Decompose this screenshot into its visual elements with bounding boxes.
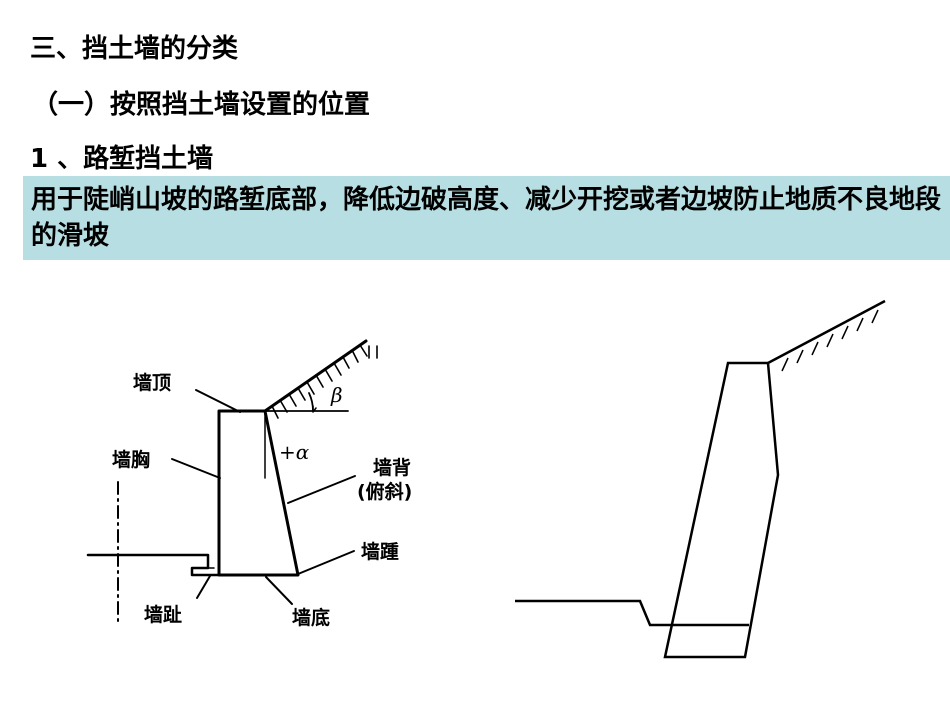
label-wall-back-inclination: (俯斜) bbox=[357, 480, 412, 503]
leader-heel bbox=[297, 550, 355, 575]
label-wall-back: 墙背 bbox=[373, 456, 411, 479]
leader-base bbox=[265, 576, 293, 605]
section-heading: 三、挡土墙的分类 bbox=[30, 34, 239, 64]
label-wall-heel: 墙踵 bbox=[361, 540, 399, 563]
left-wall-diagram bbox=[86, 339, 378, 626]
item-heading: 1 、路堑挡土墙 bbox=[30, 144, 214, 174]
leader-back bbox=[287, 475, 356, 504]
leader-top bbox=[195, 389, 241, 413]
backfill-slope bbox=[263, 339, 368, 413]
symbol-beta: β bbox=[330, 383, 343, 407]
label-wall-base: 墙底 bbox=[292, 606, 330, 629]
right-slope-hatching bbox=[781, 309, 879, 372]
right-wall-diagram bbox=[515, 299, 886, 659]
ground-line bbox=[86, 553, 222, 577]
right-wall-body bbox=[663, 361, 780, 659]
leader-chest bbox=[171, 458, 221, 479]
slope-hatching bbox=[271, 344, 378, 419]
right-ground-line bbox=[515, 599, 749, 627]
right-backfill-slope bbox=[767, 299, 886, 365]
description-text: 用于陡峭山坡的路堑底部，降低边破高度、减少开挖或者边坡防止地质不良地段的滑坡 bbox=[31, 185, 942, 251]
label-wall-chest: 墙胸 bbox=[112, 448, 150, 471]
description-banner: 用于陡峭山坡的路堑底部，降低边破高度、减少开挖或者边坡防止地质不良地段的滑坡 bbox=[23, 176, 950, 260]
symbol-alpha: +α bbox=[279, 440, 310, 464]
label-wall-toe: 墙趾 bbox=[144, 603, 182, 626]
subsection-heading: （一）按照挡土墙设置的位置 bbox=[32, 90, 371, 120]
label-wall-top: 墙顶 bbox=[133, 371, 171, 394]
leader-toe bbox=[196, 575, 211, 599]
wall-body bbox=[217, 409, 300, 577]
